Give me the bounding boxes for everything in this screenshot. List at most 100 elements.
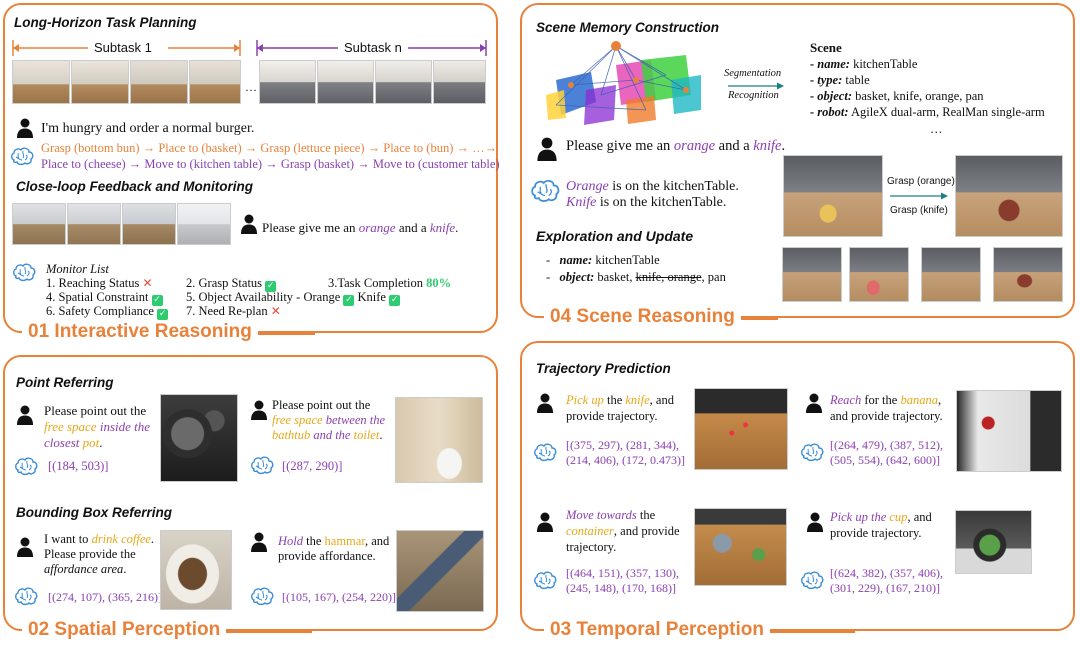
feedback-frame	[12, 203, 66, 245]
trajectory-question-1: Pick up the knife, and provide trajector…	[566, 393, 674, 423]
plan-line-2: Place to (cheese) → Move to (kitchen tab…	[41, 157, 500, 171]
panel-title: 04 Scene Reasoning	[544, 306, 741, 328]
robot-frame	[130, 60, 188, 104]
panel-title-line	[250, 333, 315, 335]
section-title: Long-Horizon Task Planning	[14, 15, 197, 30]
section-title: Close-loop Feedback and Monitoring	[16, 179, 254, 194]
check-icon: ✓	[343, 295, 355, 306]
user-icon	[536, 393, 554, 413]
feedback-frame	[177, 203, 231, 245]
brain-icon	[800, 570, 824, 590]
brain-icon	[800, 442, 824, 462]
check-icon: ✓	[157, 309, 169, 320]
cross-icon: ✕	[142, 276, 153, 290]
grasp-knife-label: Grasp (knife)	[890, 205, 948, 216]
user-icon	[806, 512, 824, 532]
robot-frame	[433, 60, 486, 104]
scene-robot: - robot: AgileX dual-arm, RealMan single…	[810, 105, 1045, 119]
check-icon: ✓	[151, 295, 163, 306]
brain-icon	[14, 586, 38, 606]
scene-type: - type: table	[810, 73, 870, 87]
arrow-right-icon	[890, 192, 948, 200]
section-title: Scene Memory Construction	[536, 20, 720, 35]
user-icon	[536, 512, 554, 532]
user-request: I'm hungry and order a normal burger.	[41, 121, 255, 136]
user-icon	[16, 537, 34, 557]
segmentation-label: Segmentation	[724, 68, 782, 79]
trajectory-answer-2: [(264, 479), (387, 512),(505, 554), (642…	[830, 438, 943, 467]
brain-icon	[10, 146, 34, 166]
trajectory-answer-4: [(624, 382), (357, 406),(301, 229), (167…	[830, 566, 943, 595]
coffee-photo	[160, 530, 232, 610]
monitor-item: 7. Need Re-plan ✕	[186, 304, 281, 318]
brain-icon	[533, 442, 557, 462]
exploration-frame	[993, 247, 1063, 302]
panel-title: 02 Spatial Perception	[22, 619, 227, 641]
monitor-item: 2. Grasp Status ✓	[186, 276, 277, 292]
brain-icon	[250, 455, 274, 475]
brain-icon	[533, 570, 557, 590]
trajectory-question-2: Reach for the banana, and provide trajec…	[830, 393, 943, 423]
section-title: Bounding Box Referring	[16, 505, 172, 520]
check-icon: ✓	[389, 295, 401, 306]
bathroom-photo	[395, 397, 483, 483]
panel-interactive-reasoning	[3, 3, 498, 333]
trajectory-question-3: Move towards the container, and provide …	[566, 508, 680, 554]
user-icon	[16, 118, 34, 138]
exploration-frame	[921, 247, 981, 302]
panel-title-line	[222, 631, 312, 633]
user-icon	[250, 532, 268, 552]
bbox-question-1: I want to drink coffee. Please provide t…	[44, 532, 155, 576]
subtask-1-label: Subtask 1	[94, 40, 152, 55]
point-answer-2: [(287, 290)]	[282, 459, 343, 473]
scene-point-cloud	[546, 41, 701, 125]
feedback-request: Please give me an orange and a knife.	[262, 220, 459, 235]
grasp-before-photo	[783, 155, 883, 237]
robot-frame	[12, 60, 70, 104]
grasp-orange-label: Grasp (orange)	[887, 176, 955, 187]
subtask-n-label: Subtask n	[344, 40, 402, 55]
subtask-arrows	[12, 40, 487, 56]
scene-name: - name: kitchenTable	[810, 57, 918, 71]
bbox-question-2: Hold the hammar, and provide affordance.	[278, 534, 390, 563]
robot-frame	[259, 60, 316, 104]
arrow-right-icon	[728, 82, 784, 90]
recognition-label: Recognition	[728, 90, 779, 101]
monitor-item: 5. Object Availability - Orange ✓ Knife …	[186, 290, 401, 306]
feedback-frame	[67, 203, 121, 245]
user-icon	[536, 137, 558, 161]
scene-more: …	[930, 122, 943, 136]
trajectory-answer-1: [(375, 297), (281, 344),(214, 406), (172…	[566, 438, 685, 467]
brain-icon	[250, 586, 274, 606]
panel-title: 03 Temporal Perception	[544, 619, 770, 641]
exploration-frame	[849, 247, 909, 302]
trajectory-question-4: Pick up the cup, and provide trajectory.	[830, 510, 932, 540]
ellipsis: …	[245, 80, 257, 94]
panel-temporal-perception	[520, 341, 1075, 631]
banana-scene-photo	[956, 390, 1062, 472]
update-name: - name: kitchenTable	[546, 253, 660, 267]
brain-icon	[530, 178, 560, 203]
robot-frame	[317, 60, 374, 104]
robot-frame	[71, 60, 129, 104]
brain-icon	[12, 262, 36, 282]
point-answer-1: [(184, 503)]	[48, 459, 109, 473]
update-object: - object: basket, knife, orange, pan	[546, 270, 726, 284]
cup-scene-photo	[955, 510, 1032, 574]
grasp-after-photo	[955, 155, 1063, 237]
user-icon	[240, 214, 258, 234]
check-icon: ✓	[265, 281, 277, 292]
monitor-item: 6. Safety Compliance ✓	[46, 304, 169, 320]
scene-request: Please give me an orange and a knife.	[566, 138, 786, 154]
scene-title: Scene	[810, 40, 842, 55]
point-question-2: Please point out the free space between …	[272, 398, 386, 442]
cross-icon: ✕	[270, 304, 281, 318]
pot-photo	[160, 394, 238, 482]
scene-reply-1: Orange is on the kitchenTable.	[566, 179, 739, 194]
container-scene-photo	[694, 508, 787, 586]
bbox-answer-2: [(105, 167), (254, 220)]	[282, 590, 396, 604]
plan-line-1: Grasp (bottom bun) → Place to (basket) →…	[41, 141, 498, 155]
section-title: Trajectory Prediction	[536, 361, 671, 376]
feedback-frame	[122, 203, 176, 245]
panel-title-line	[738, 318, 778, 320]
